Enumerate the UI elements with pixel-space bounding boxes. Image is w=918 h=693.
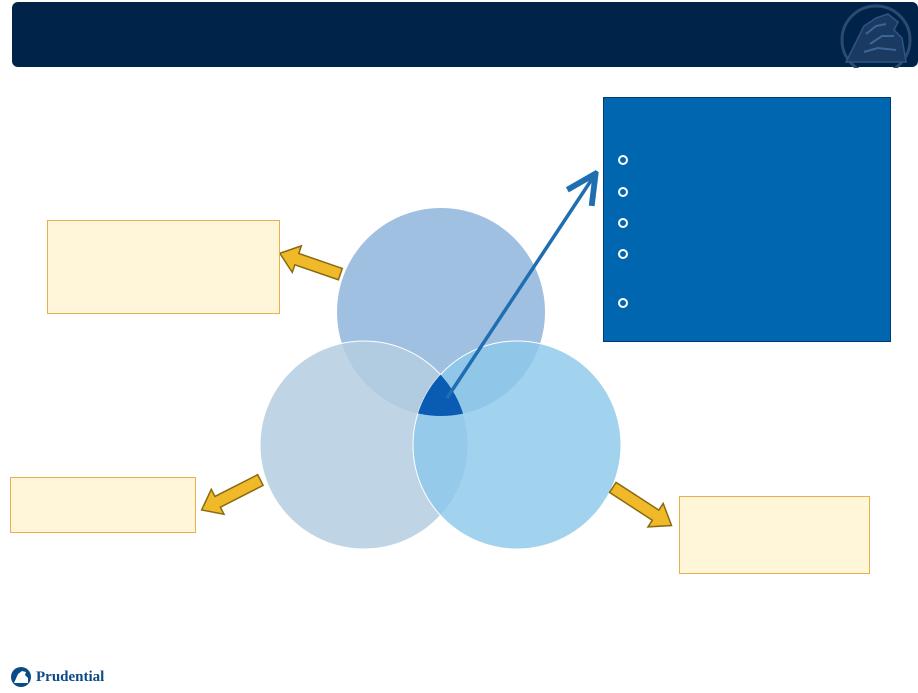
list-item: [618, 182, 878, 202]
bullet-icon: [618, 155, 628, 165]
arrow-bottom-left: [200, 473, 265, 516]
brand-name: Prudential: [36, 668, 105, 685]
bullet-icon: [618, 249, 628, 259]
arrow-bottom-right: [608, 481, 673, 528]
callout-bottom-right: [679, 496, 870, 574]
bullet-icon: [618, 187, 628, 197]
pointer-line: [445, 176, 594, 399]
callout-top-left: [47, 220, 280, 314]
list-item: [618, 244, 878, 264]
header-bar: [12, 2, 918, 68]
venn-circle-right: [412, 340, 622, 550]
callout-bottom-left: [10, 477, 196, 533]
info-box: [603, 97, 891, 342]
bullet-icon: [618, 298, 628, 308]
list-item: [618, 213, 878, 233]
arrow-top-left: [278, 244, 344, 281]
footer-logo: Prudential: [10, 666, 104, 688]
list-item: [618, 150, 878, 170]
rock-of-gibraltar-icon: [840, 4, 912, 68]
list-item: [618, 293, 878, 313]
rock-of-gibraltar-icon: [11, 667, 31, 687]
bullet-icon: [618, 218, 628, 228]
